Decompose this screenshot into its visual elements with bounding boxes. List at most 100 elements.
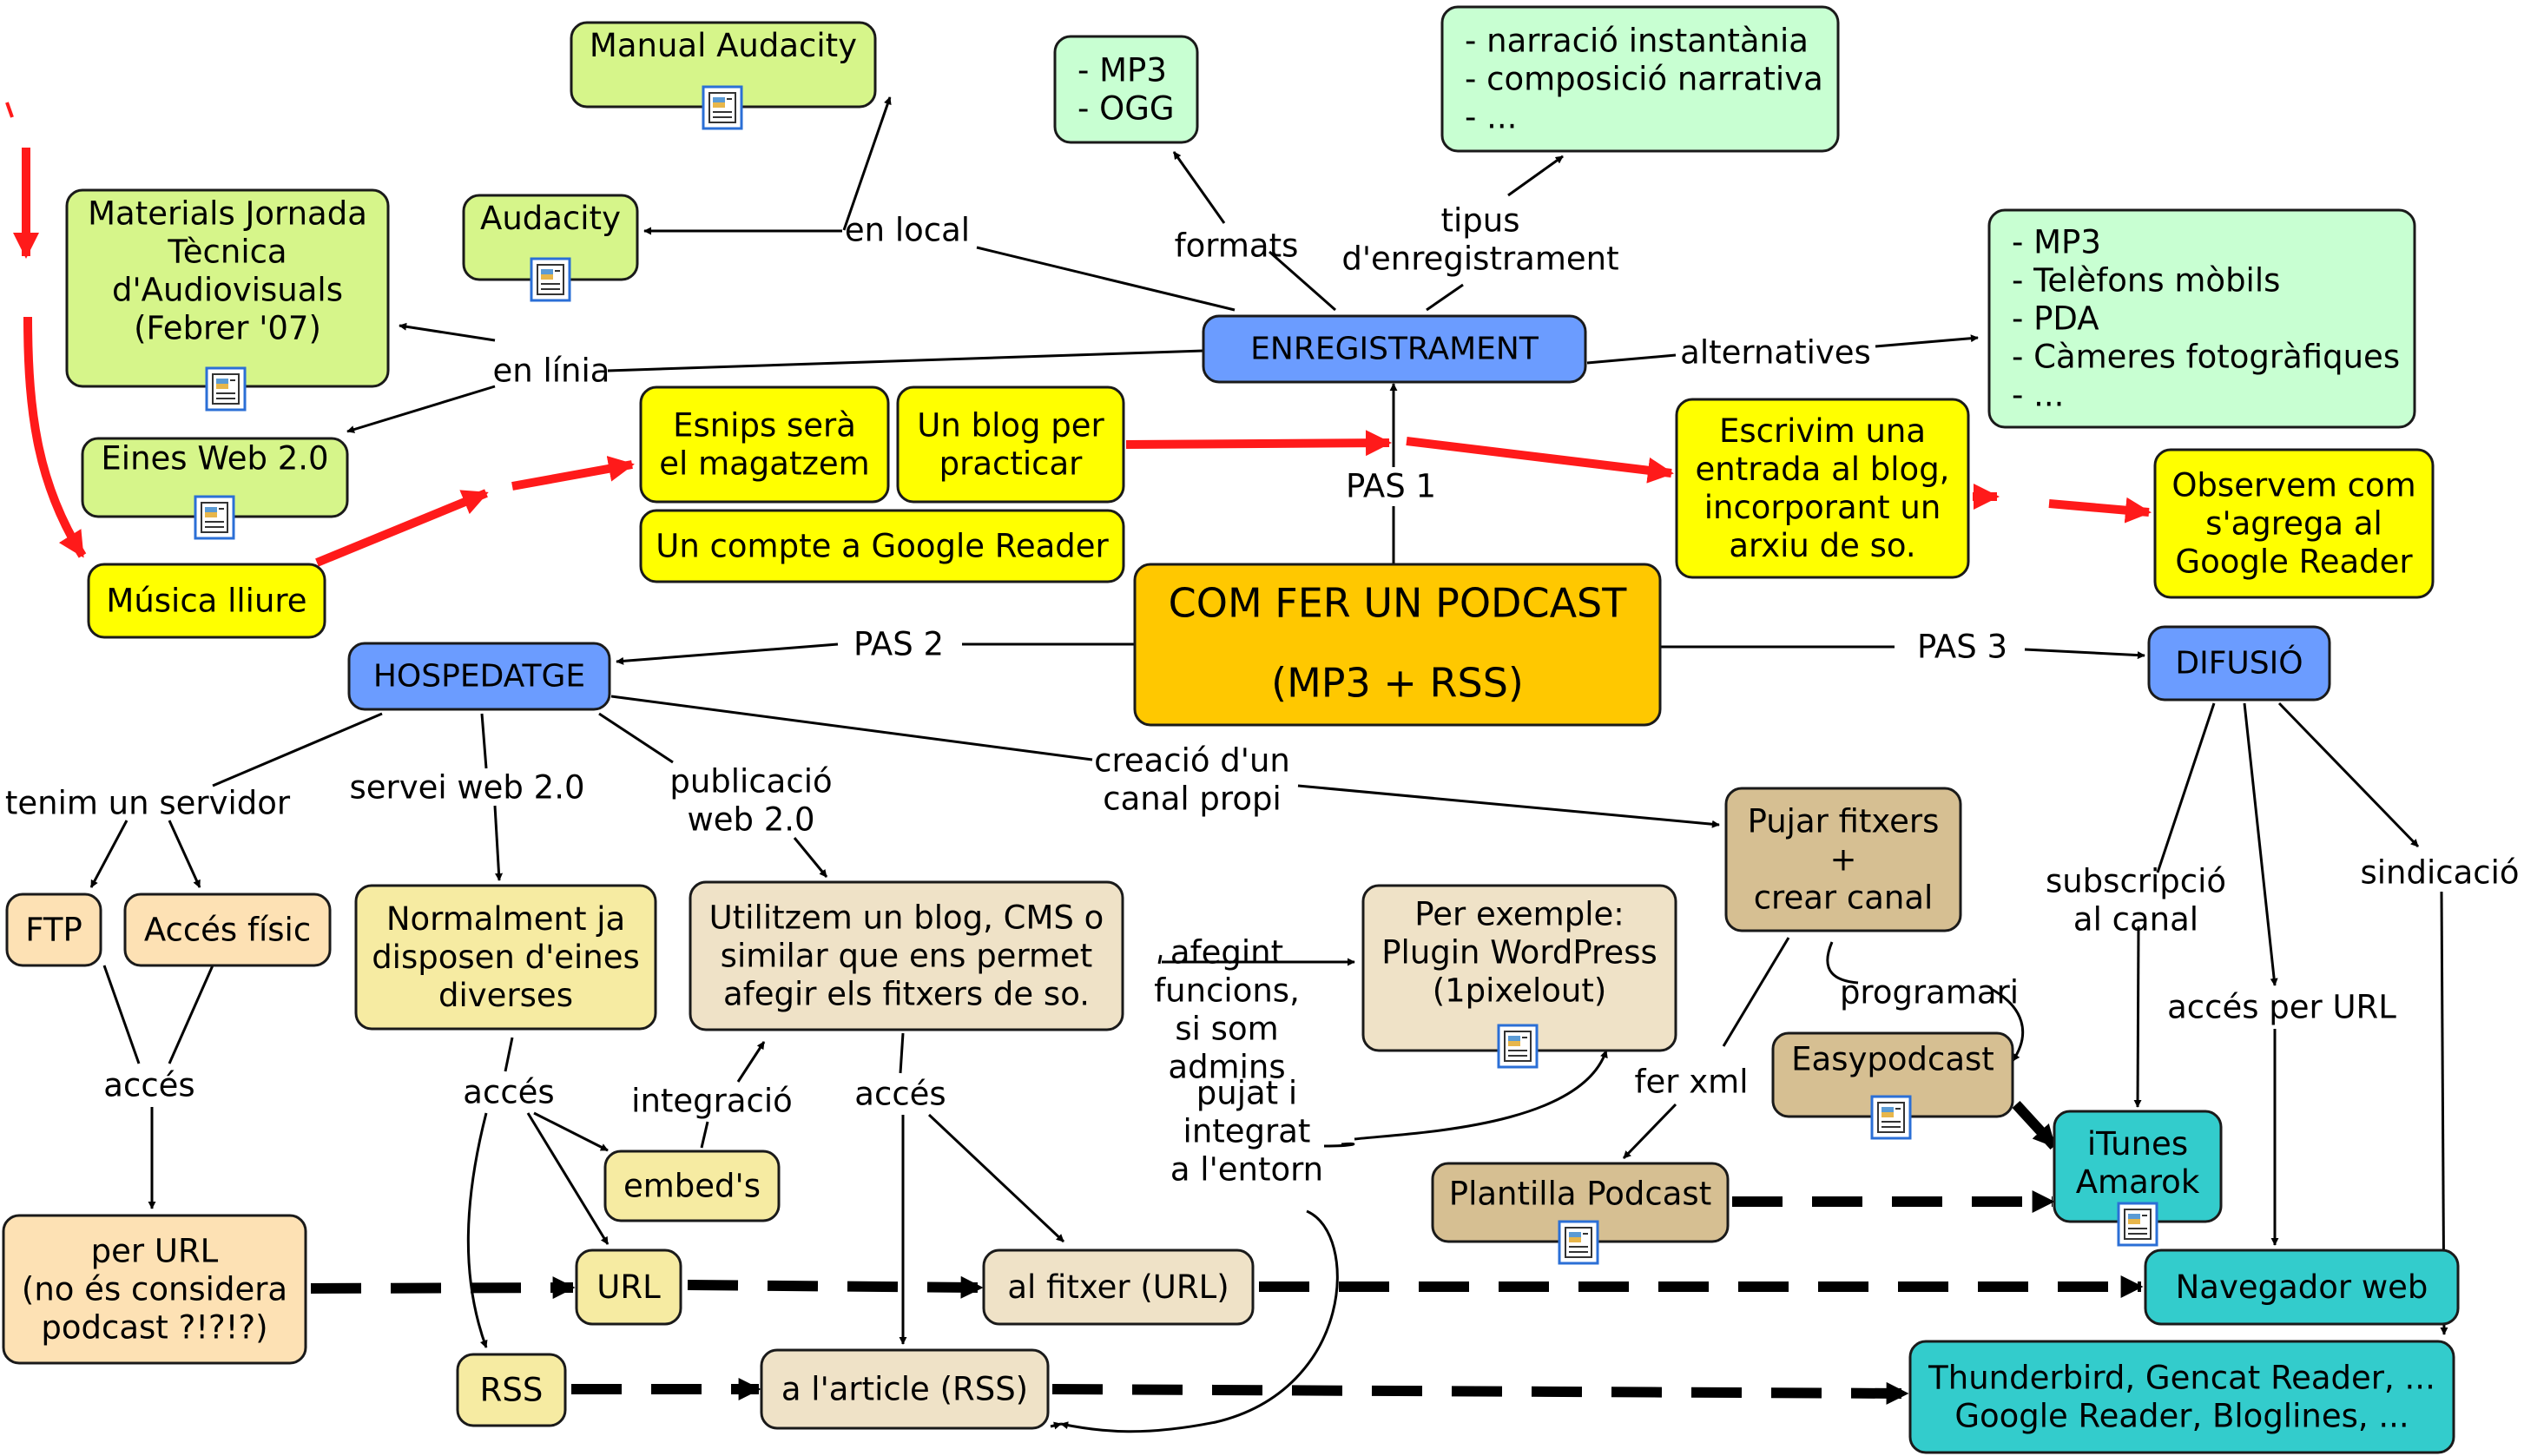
link-label-alternatives: alternatives <box>1680 334 1871 372</box>
node-pujar: Pujar fitxers+crear canal <box>1724 787 1962 932</box>
node-materials: Materials JornadaTècnicad'Audiovisuals(F… <box>65 188 390 388</box>
document-icon[interactable] <box>1870 1095 1912 1140</box>
node-materials-text: Materials Jornada <box>88 195 367 233</box>
link-label-pas3: PAS 3 <box>1917 629 2007 666</box>
node-itunes-text: iTunes <box>2087 1125 2188 1163</box>
node-embeds: embed's <box>603 1150 781 1222</box>
node-rss: RSS <box>456 1353 567 1427</box>
node-observem-box <box>2153 448 2435 599</box>
node-manual-audacity: Manual Audacity <box>570 21 877 109</box>
node-enregistrament-box <box>1202 314 1587 384</box>
link-label-text: servei web 2.0 <box>349 769 584 807</box>
link-label-acces2: accés <box>463 1074 554 1111</box>
link-label-acces1: accés <box>103 1067 194 1104</box>
node-blog-practicar-text: practicar <box>939 445 1084 483</box>
node-url: URL <box>575 1248 682 1326</box>
node-alternatives-box-text: - PDA <box>2012 300 2099 338</box>
node-ftp-text: FTP <box>25 912 82 949</box>
node-rss-text: RSS <box>480 1372 544 1409</box>
node-pujar-box <box>1724 787 1962 932</box>
link-label-text: sindicació <box>2360 854 2519 892</box>
node-podcast: COM FER UN PODCAST(MP3 + RSS) <box>1133 563 1662 727</box>
document-icon[interactable] <box>194 495 235 540</box>
node-enregistrament: ENREGISTRAMENT <box>1202 314 1587 384</box>
node-plantilla-text: Plantilla Podcast <box>1449 1176 1711 1213</box>
connector-line <box>1050 1421 1062 1430</box>
node-narracio-text: - composició narrativa <box>1465 61 1823 98</box>
node-easypodcast: Easypodcast <box>1771 1031 2014 1118</box>
link-label-programari: programari <box>1840 974 2019 1011</box>
link-label-text: accés <box>463 1074 554 1111</box>
link-label-text: PAS 2 <box>853 626 944 663</box>
link-label-text: pujat i <box>1196 1075 1297 1112</box>
node-musica-lliure: Música lliure <box>87 563 326 639</box>
document-icon[interactable] <box>2117 1202 2158 1247</box>
node-plantilla: Plantilla Podcast <box>1431 1162 1730 1243</box>
link-label-acces3: accés <box>854 1076 946 1113</box>
link-label-text: formats <box>1175 227 1299 265</box>
node-per-url-box <box>2 1214 307 1365</box>
red-flow-arrow <box>23 316 87 558</box>
document-icon[interactable] <box>530 257 571 302</box>
red-flow-arrow <box>1125 430 1392 457</box>
node-blog-practicar-box <box>896 385 1125 504</box>
node-a-larticle: a l'article (RSS) <box>760 1348 1050 1430</box>
node-narracio-text: - narració instantània <box>1465 23 1809 60</box>
document-icon[interactable] <box>1558 1220 1599 1265</box>
link-label-integracio: integració <box>631 1083 793 1120</box>
connector-line <box>1157 954 1163 965</box>
link-label-en-linia: en línia <box>493 352 610 390</box>
node-narracio: - narració instantània- composició narra… <box>1440 5 1840 153</box>
connector-line <box>399 322 496 342</box>
node-mp3-ogg-text: - OGG <box>1077 90 1175 128</box>
red-flow-arrow <box>315 489 489 567</box>
link-label-en-local: en local <box>845 212 970 249</box>
connector-line <box>168 820 201 888</box>
document-icon[interactable] <box>205 366 247 412</box>
link-label-text: programari <box>1840 974 2019 1011</box>
dashed-flow-arrow <box>1051 1381 1909 1405</box>
link-label-text: integració <box>631 1083 793 1120</box>
node-observem-text: Google Reader <box>2175 544 2413 581</box>
node-esnips-box <box>639 385 890 504</box>
node-a-larticle-box <box>760 1348 1050 1430</box>
node-hospedatge-text: HOSPEDATGE <box>373 659 585 695</box>
node-hospedatge: HOSPEDATGE <box>347 642 611 711</box>
node-embeds-text: embed's <box>623 1168 761 1205</box>
link-label-servei: servei web 2.0 <box>349 769 584 807</box>
link-label-sindicacio: sindicació <box>2360 854 2519 892</box>
connector-line <box>700 1121 709 1149</box>
connector-curve <box>1992 988 2025 1062</box>
node-podcast-box <box>1133 563 1662 727</box>
node-navegador-box <box>2144 1248 2460 1326</box>
document-icon[interactable] <box>1497 1024 1539 1069</box>
node-escrivim-text: arxiu de so. <box>1729 527 1915 564</box>
node-esnips-text: Esnips serà <box>673 407 856 445</box>
connector-line <box>89 820 129 888</box>
node-alternatives-box-text: - MP3 <box>2012 224 2101 261</box>
node-utilitzem-text: similar que ens permet <box>721 938 1093 975</box>
connector-line <box>1586 353 1677 365</box>
link-label-text: accés <box>103 1067 194 1104</box>
node-pujar-text: + <box>1829 841 1856 879</box>
connector-line <box>616 642 839 665</box>
node-musica-lliure-box <box>87 563 326 639</box>
node-audacity: Audacity <box>462 194 639 281</box>
link-label-text: creació d'un <box>1094 742 1290 780</box>
connector-line <box>1722 937 1790 1047</box>
node-al-fitxer-text: al fitxer (URL) <box>1007 1268 1229 1306</box>
link-label-text: a l'entorn <box>1170 1151 1323 1189</box>
dashed-flow-arrow <box>687 1275 984 1299</box>
node-thunderbird: Thunderbird, Gencat Reader, ...Google Re… <box>1908 1340 2455 1454</box>
connector-line <box>493 805 504 881</box>
document-icon[interactable] <box>702 85 743 130</box>
node-itunes-text: Amarok <box>2076 1163 2200 1201</box>
connector-line <box>1507 155 1564 197</box>
connector-line <box>212 712 383 787</box>
